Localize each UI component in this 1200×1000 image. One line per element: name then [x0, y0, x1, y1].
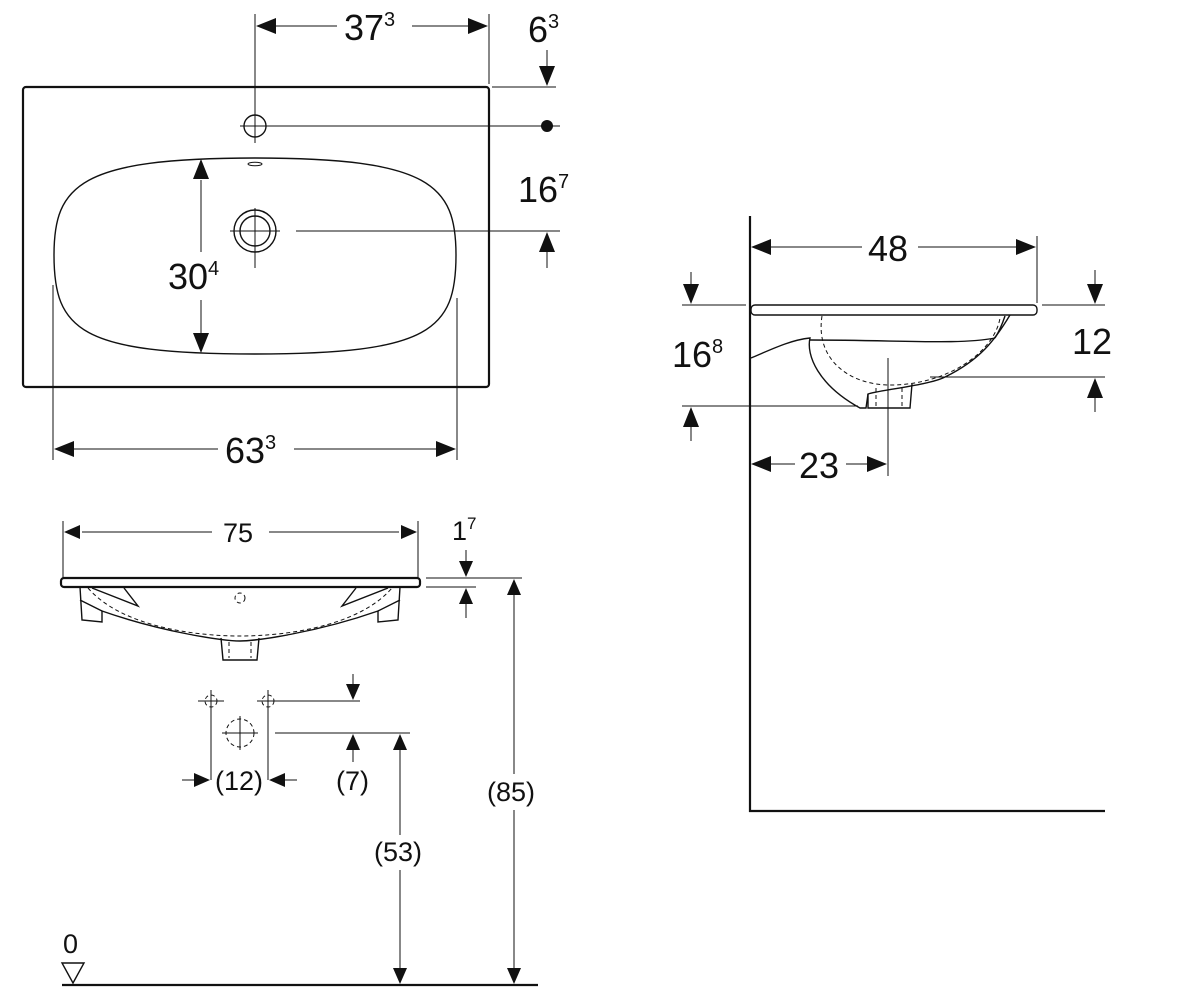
dim-depth: 48 — [868, 228, 908, 269]
floor-level-label: 0 — [63, 929, 78, 959]
dim-total-width: 75 — [223, 518, 253, 548]
dim-tap-offset: 373 — [344, 7, 395, 48]
dim-rim-height: (85) — [487, 777, 535, 807]
overflow-front-icon — [234, 592, 246, 604]
bowl-inner-dashed — [87, 587, 393, 637]
basin-rim-side — [750, 304, 1038, 316]
dim-edge-to-tap: 63 — [528, 9, 559, 50]
dim-rim-thickness: 17 — [452, 514, 477, 546]
dim-bowl-width: 633 — [225, 430, 276, 471]
tap-reference-dot — [541, 120, 553, 132]
front-view: 75 17 (7) (12) — [59, 514, 538, 987]
basin-outline-top — [21, 85, 491, 389]
side-view: 48 168 12 23 — [672, 216, 1112, 813]
dim-inner-height: 12 — [1072, 321, 1112, 362]
dim-bowl-depth: 304 — [168, 256, 219, 297]
bowl-outline-top — [53, 157, 457, 355]
basin-body-side — [750, 314, 1011, 409]
dim-tap-to-drain: 167 — [518, 169, 569, 210]
top-view: 373 63 167 304 633 — [21, 7, 569, 471]
floor-level-marker-icon — [60, 962, 86, 985]
basin-rim-front — [59, 576, 422, 589]
drain-outlet-front — [220, 637, 260, 661]
drain-outlet-side — [867, 383, 913, 409]
basin-body-front — [79, 586, 401, 642]
dim-bowl-height: 168 — [672, 334, 723, 375]
dim-drain-height: (53) — [374, 837, 422, 867]
dim-drain-offset: 23 — [799, 445, 839, 486]
bowl-inner-dashed-side — [820, 315, 1001, 386]
dim-supply-offset: (7) — [336, 766, 369, 796]
dim-supply-spacing: (12) — [215, 766, 263, 796]
overflow-slot — [247, 161, 263, 167]
